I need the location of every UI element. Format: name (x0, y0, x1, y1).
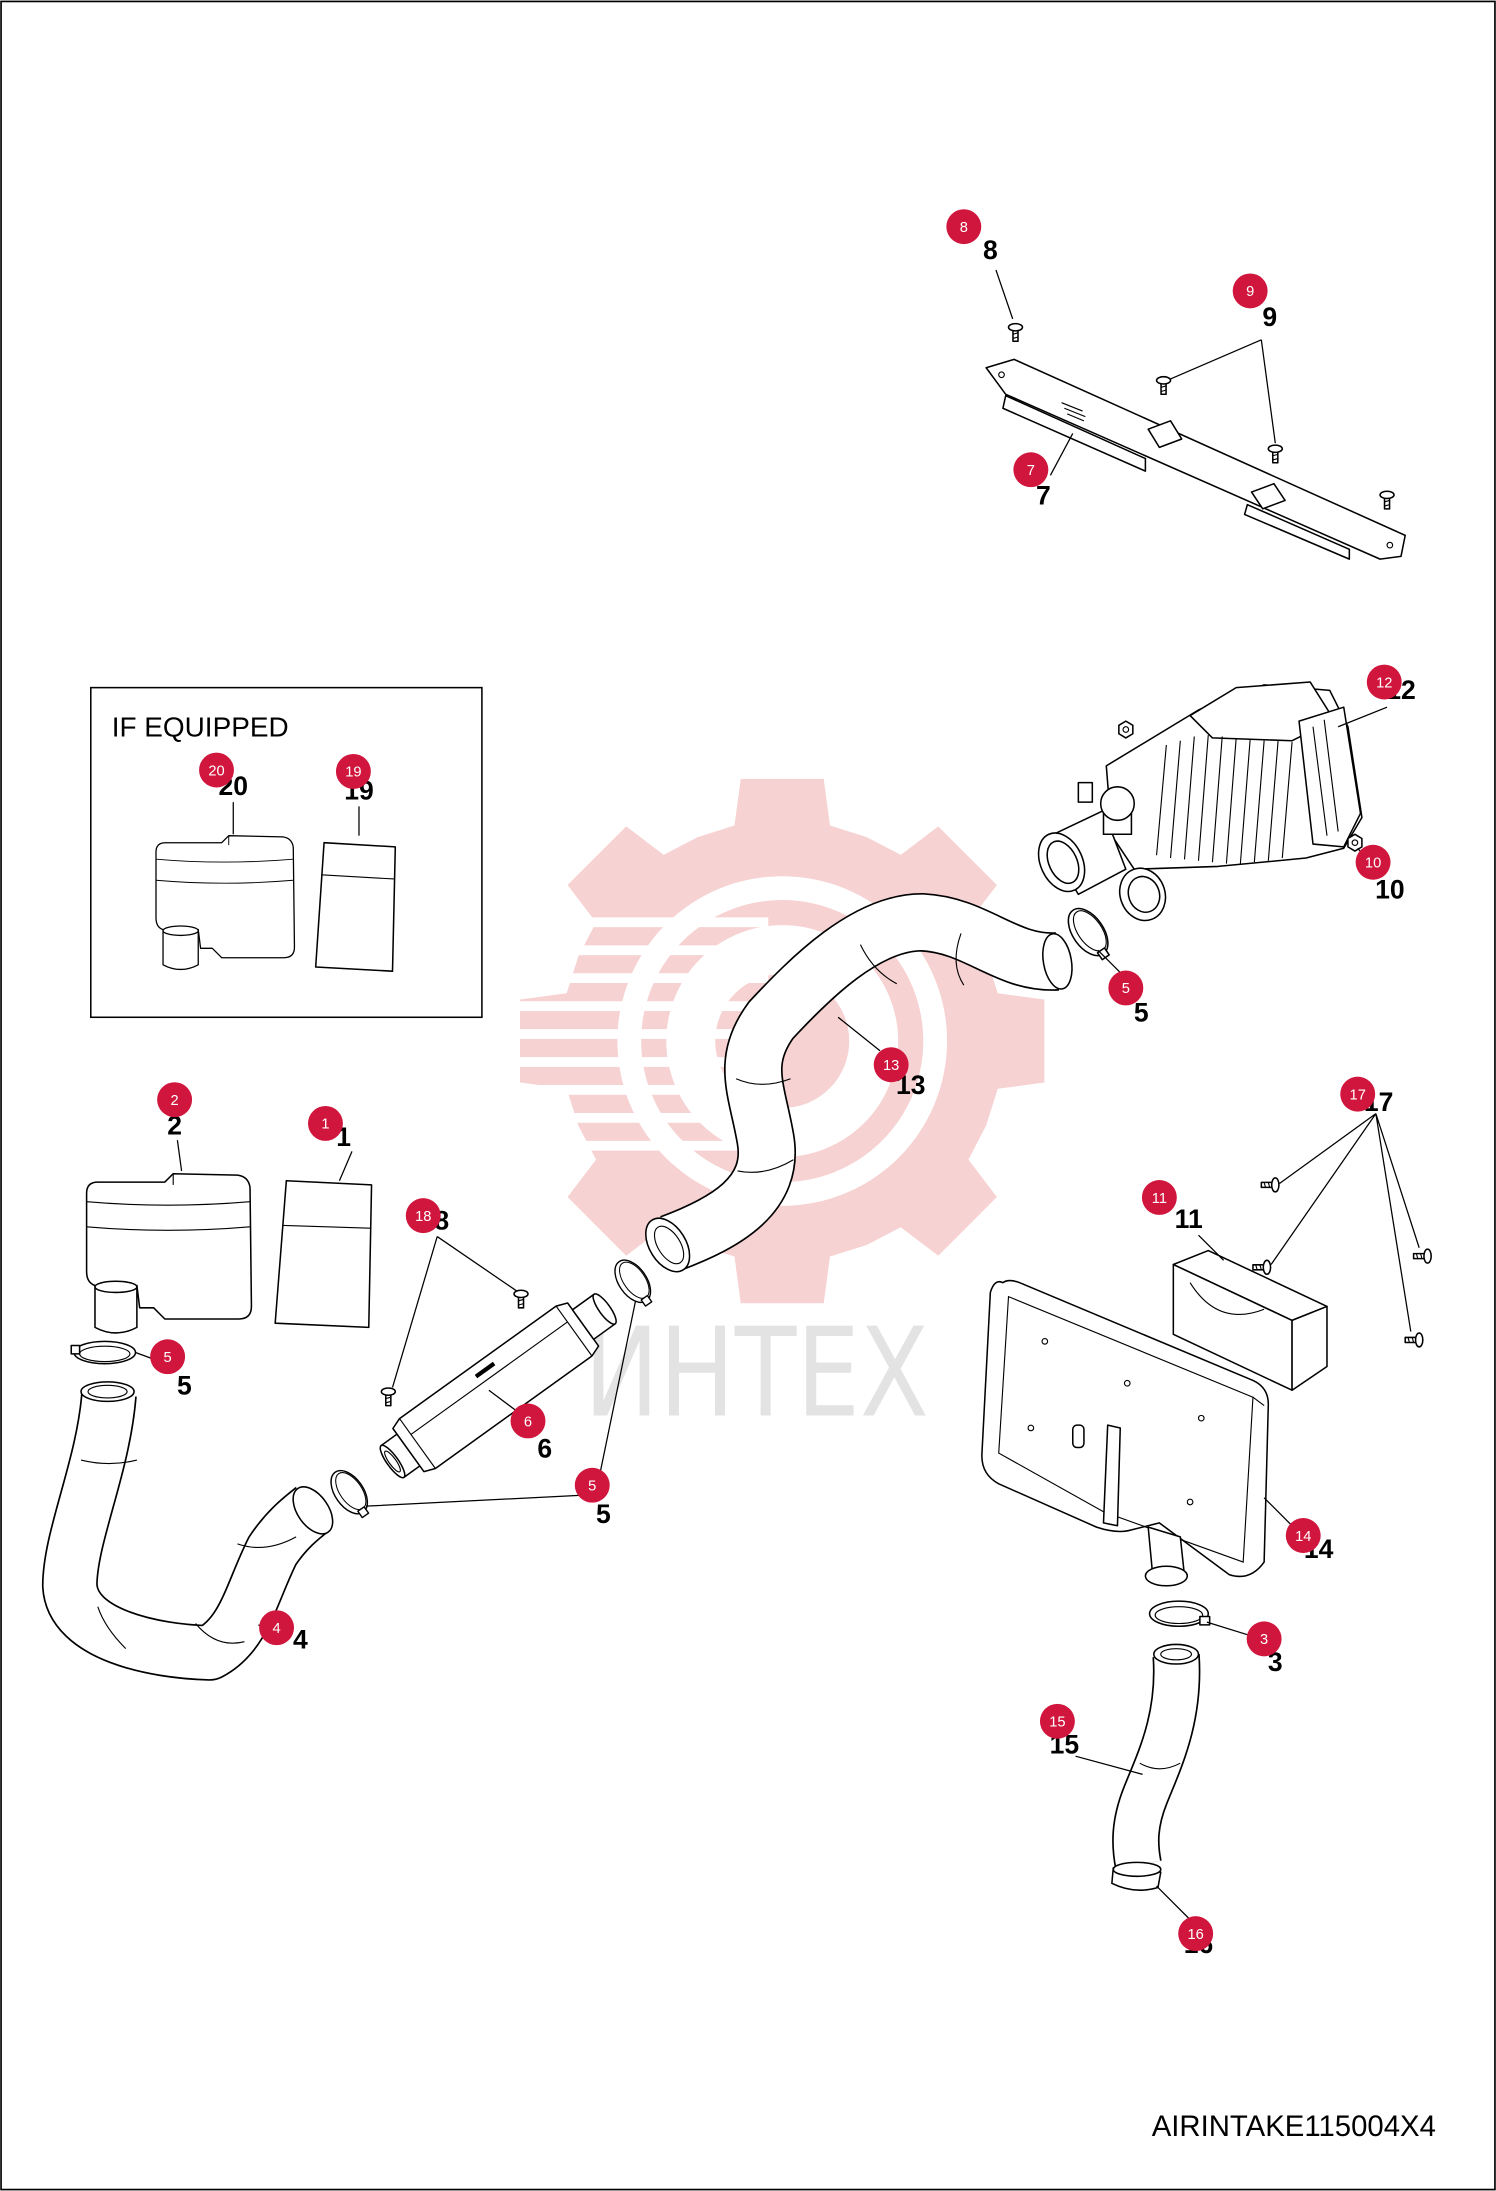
drawing-code: AIRINTAKE115004X4 (1152, 2110, 1436, 2143)
callout-badge-number: 2 (171, 1093, 179, 1109)
callout-badge-number: 5 (588, 1479, 596, 1495)
callout-badge-number: 8 (960, 220, 968, 236)
callout-label-2: 2 (167, 1111, 182, 1141)
screw-part-17-c (1412, 1248, 1432, 1264)
callout-label-9: 9 (1262, 302, 1277, 332)
callout-badge-5-left[interactable]: 5 (150, 1339, 186, 1375)
callout-label-5-upper: 5 (1134, 997, 1149, 1027)
foam-block-part-11 (1172, 1249, 1328, 1391)
drain-hose-part-15 (1112, 1643, 1201, 1870)
bracket-part-7 (985, 358, 1406, 560)
intake-foam-part-2 (85, 1172, 253, 1334)
callout-badge-12[interactable]: 12 (1366, 664, 1402, 700)
callout-badge-number: 13 (883, 1058, 899, 1074)
callout-badge-5-middle[interactable]: 5 (574, 1467, 610, 1503)
callout-badge-number: 4 (272, 1621, 280, 1637)
callout-badge-3[interactable]: 3 (1246, 1621, 1282, 1657)
callout-label-5-middle: 5 (596, 1499, 611, 1529)
callout-badge-4[interactable]: 4 (259, 1610, 295, 1646)
callout-badge-15[interactable]: 15 (1039, 1703, 1075, 1739)
intake-foam-part-20 (155, 835, 296, 971)
callout-badge-8[interactable]: 8 (946, 209, 982, 245)
screw-part-18-b (380, 1387, 397, 1407)
air-box-cover-part-14 (981, 1279, 1270, 1587)
resonator-part-6 (379, 1293, 617, 1479)
callout-badge-18[interactable]: 18 (405, 1198, 441, 1234)
callout-badge-17[interactable]: 17 (1340, 1076, 1376, 1112)
if-equipped-inset: IF EQUIPPED (90, 686, 483, 1019)
callout-badge-10[interactable]: 10 (1355, 844, 1391, 880)
screw-part-9-a (1155, 375, 1172, 396)
callout-badge-number: 9 (1246, 284, 1254, 300)
callout-badge-14[interactable]: 14 (1285, 1518, 1321, 1553)
callout-badge-20[interactable]: 20 (199, 752, 234, 788)
callout-badge-19[interactable]: 19 (335, 753, 371, 789)
callout-badge-2[interactable]: 2 (157, 1082, 193, 1118)
intake-hose-part-4 (41, 1381, 334, 1681)
callout-badge-number: 17 (1350, 1087, 1366, 1103)
callout-badges: 8 9 7 12 10 5 13 20 19 2 1 18 11 17 5 6 … (150, 209, 1402, 1952)
callout-badge-number: 20 (208, 763, 224, 779)
callout-label-8: 8 (983, 235, 998, 265)
callout-badge-number: 1 (321, 1117, 329, 1133)
callout-label-6: 6 (537, 1433, 552, 1463)
inset-title: IF EQUIPPED (112, 712, 289, 743)
callout-badge-11[interactable]: 11 (1141, 1180, 1177, 1215)
callout-badge-number: 18 (415, 1209, 431, 1225)
callout-badge-6[interactable]: 6 (510, 1403, 546, 1439)
callout-badge-number: 6 (524, 1414, 532, 1430)
callout-badge-13[interactable]: 13 (873, 1047, 909, 1083)
callout-badge-16[interactable]: 16 (1178, 1916, 1214, 1952)
callout-badge-number: 15 (1049, 1715, 1065, 1731)
callout-label-7: 7 (1036, 481, 1051, 511)
callout-badge-number: 12 (1376, 675, 1392, 691)
callout-badge-number: 7 (1027, 463, 1035, 479)
callout-badge-number: 5 (1122, 981, 1130, 997)
watermark-text: ИНТЕХ (584, 1301, 929, 1444)
callout-label-5-left: 5 (177, 1370, 192, 1400)
nut-part-10 (1347, 833, 1363, 852)
nut-part-12-mount (1118, 720, 1134, 739)
screw-part-17-a (1260, 1177, 1280, 1193)
callout-badge-number: 5 (164, 1350, 172, 1366)
screw-part-17-d (1404, 1332, 1424, 1348)
callout-badge-5-upper[interactable]: 5 (1108, 970, 1144, 1006)
screw-part-8 (1007, 322, 1024, 342)
callout-badge-number: 16 (1188, 1927, 1204, 1943)
intake-hose-part-13 (645, 892, 1073, 1273)
callout-badge-number: 11 (1152, 1191, 1167, 1207)
callout-badge-1[interactable]: 1 (308, 1105, 343, 1141)
screw-bracket-end (1379, 490, 1395, 510)
callout-badge-number: 3 (1260, 1632, 1268, 1648)
clamp-part-3 (1148, 1600, 1211, 1628)
filter-element-part-1 (274, 1179, 373, 1329)
ring-part-16 (1111, 1861, 1162, 1891)
callout-badge-number: 19 (345, 765, 361, 781)
clamp-part-5-left (70, 1340, 137, 1365)
callout-badge-9[interactable]: 9 (1232, 273, 1268, 309)
screw-part-9-b (1267, 444, 1284, 464)
screw-part-18-a (513, 1289, 529, 1309)
callout-label-4: 4 (293, 1625, 308, 1655)
callout-badge-number: 14 (1295, 1529, 1311, 1545)
callout-label-11: 11 (1175, 1204, 1203, 1234)
callout-label-10: 10 (1375, 875, 1405, 905)
filter-element-part-19 (314, 841, 397, 972)
callout-badge-7[interactable]: 7 (1013, 452, 1049, 488)
callout-badge-number: 10 (1365, 856, 1381, 872)
air-filter-housing-part-12 (1037, 681, 1363, 922)
